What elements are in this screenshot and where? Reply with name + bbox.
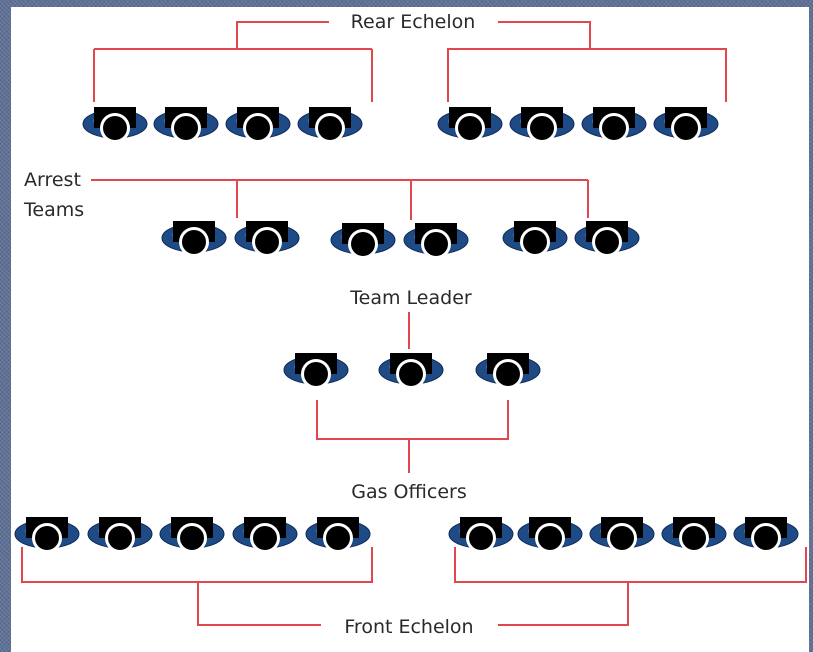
officer-head — [399, 362, 423, 386]
officer-head — [458, 116, 482, 140]
front-echelon-label: Front Echelon — [344, 616, 473, 638]
officer-head — [174, 116, 198, 140]
officer-icon — [653, 107, 719, 143]
officer-head — [424, 232, 448, 256]
arrest-teams-label-line2: Teams — [23, 199, 84, 221]
rear-echelon-connector — [93, 21, 727, 102]
arrest-teams-label-line1: Arrest — [24, 169, 81, 191]
officer-icon — [87, 517, 153, 553]
officer-head — [530, 116, 554, 140]
officer-icon — [82, 107, 148, 143]
arrest-teams-connector — [91, 179, 589, 220]
front-echelon-left-group — [14, 517, 371, 553]
officer-head — [523, 230, 547, 254]
officer-icon — [661, 517, 727, 553]
officer-head — [602, 116, 626, 140]
officer-head — [255, 230, 279, 254]
officer-icon — [234, 221, 300, 257]
formation-diagram-svg: Rear Echelon Arrest Teams Team Leader Ga… — [14, 11, 807, 638]
officers-layer — [14, 107, 799, 553]
front-echelon-connector — [21, 547, 807, 626]
officer-icon — [574, 221, 640, 257]
rear-echelon-label: Rear Echelon — [351, 11, 476, 33]
officer-head — [469, 526, 493, 550]
gas-officers-connector — [316, 400, 509, 473]
front-echelon-right-group — [448, 517, 799, 553]
officer-icon — [509, 107, 575, 143]
officer-head — [108, 526, 132, 550]
gas-officers-label: Gas Officers — [351, 481, 466, 503]
officer-icon — [14, 517, 80, 553]
officer-head — [496, 362, 520, 386]
officer-head — [253, 526, 277, 550]
officer-icon — [232, 517, 298, 553]
officer-icon — [475, 353, 541, 389]
officer-icon — [448, 517, 514, 553]
officer-head — [682, 526, 706, 550]
officer-icon — [161, 221, 227, 257]
officer-head — [674, 116, 698, 140]
officer-icon — [225, 107, 291, 143]
officer-head — [103, 116, 127, 140]
team-leader-group — [283, 353, 541, 389]
officer-icon — [297, 107, 363, 143]
officer-icon — [378, 353, 444, 389]
team-leader-label: Team Leader — [349, 287, 472, 309]
officer-icon — [502, 221, 568, 257]
officer-icon — [159, 517, 225, 553]
officer-head — [351, 232, 375, 256]
rear-echelon-right-group — [437, 107, 719, 143]
officer-icon — [305, 517, 371, 553]
officer-icon — [733, 517, 799, 553]
arrest-team-3-group — [502, 221, 640, 257]
officer-icon — [437, 107, 503, 143]
officer-head — [538, 526, 562, 550]
officer-head — [246, 116, 270, 140]
officer-head — [610, 526, 634, 550]
officer-icon — [403, 223, 469, 259]
rear-echelon-left-group — [82, 107, 363, 143]
officer-head — [304, 362, 328, 386]
officer-head — [754, 526, 778, 550]
officer-head — [326, 526, 350, 550]
officer-head — [318, 116, 342, 140]
officer-icon — [153, 107, 219, 143]
officer-icon — [581, 107, 647, 143]
officer-icon — [589, 517, 655, 553]
officer-head — [595, 230, 619, 254]
officer-head — [182, 230, 206, 254]
arrest-team-1-group — [161, 221, 300, 257]
officer-head — [180, 526, 204, 550]
arrest-team-2-group — [330, 223, 469, 259]
formation-diagram: Rear Echelon Arrest Teams Team Leader Ga… — [11, 7, 809, 652]
officer-icon — [283, 353, 349, 389]
officer-icon — [517, 517, 583, 553]
officer-icon — [330, 223, 396, 259]
officer-head — [35, 526, 59, 550]
